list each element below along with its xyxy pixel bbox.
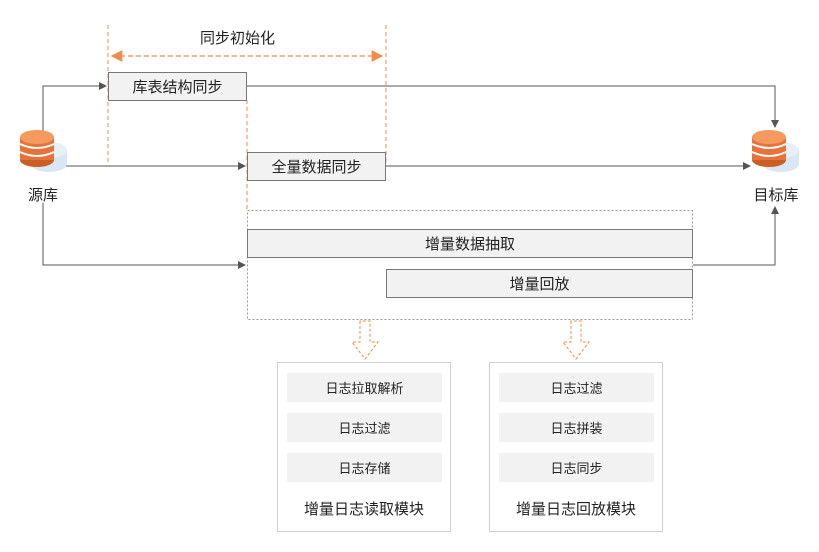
down-arrow-right (561, 320, 591, 360)
module-title: 增量日志回放模块 (515, 500, 636, 518)
module-title: 增量日志读取模块 (303, 500, 424, 518)
schema-to-target-line (247, 85, 779, 128)
source-to-incr-line (42, 203, 246, 269)
source-database-icon (19, 128, 69, 178)
log-read-module: 日志拉取解析 日志过滤 日志存储 增量日志读取模块 (277, 362, 451, 532)
full-sync-box: 全量数据同步 (247, 152, 386, 181)
incr-to-target-line (693, 206, 779, 266)
down-arrow-left (350, 320, 380, 360)
source-to-schema-line (42, 82, 107, 132)
module-item: 日志过滤 (287, 413, 442, 442)
source-label: 源库 (27, 186, 58, 204)
incr-extract-box: 增量数据抽取 (247, 229, 693, 258)
module-item: 日志同步 (499, 453, 654, 482)
target-label: 目标库 (753, 186, 799, 204)
target-database-icon (751, 128, 801, 178)
module-item: 日志拼装 (499, 413, 654, 442)
incremental-region (247, 210, 693, 320)
log-replay-module: 日志过滤 日志拼装 日志同步 增量日志回放模块 (489, 362, 663, 532)
incr-replay-box: 增量回放 (386, 269, 693, 298)
module-item: 日志拉取解析 (287, 373, 442, 402)
init-label: 同步初始化 (200, 29, 276, 47)
module-item: 日志存储 (287, 453, 442, 482)
schema-sync-box: 库表结构同步 (108, 72, 247, 101)
module-item: 日志过滤 (499, 373, 654, 402)
